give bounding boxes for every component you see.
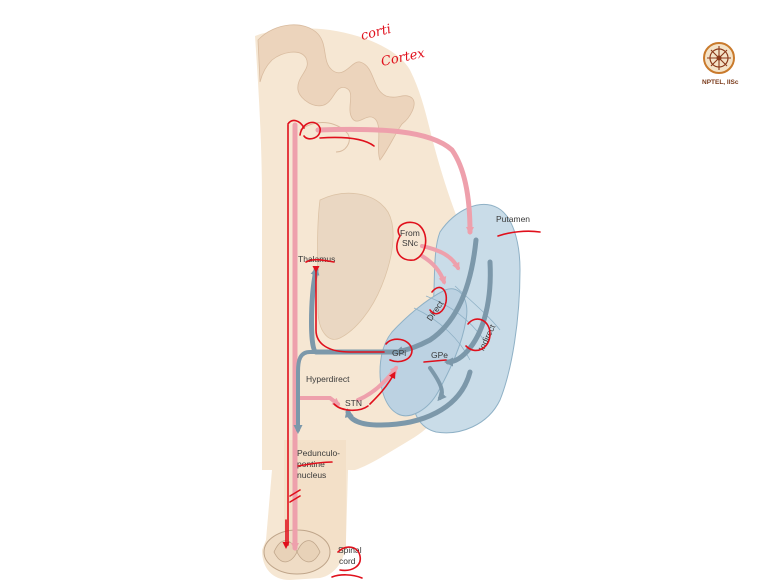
label-spinal-2: cord bbox=[339, 556, 356, 566]
label-gpe: GPe bbox=[431, 350, 448, 360]
nptel-logo-text: NPTEL, IISc bbox=[702, 79, 739, 86]
label-from-snc-1: From bbox=[400, 228, 420, 238]
handwritten-note-line1: corti bbox=[359, 22, 392, 44]
nptel-logo-icon bbox=[704, 43, 734, 73]
label-gpi: GPi bbox=[392, 348, 406, 358]
nptel-logo: NPTEL, IISc bbox=[702, 43, 739, 86]
label-from-snc-2: SNc bbox=[402, 238, 419, 248]
label-putamen: Putamen bbox=[496, 214, 530, 224]
label-ppn-1: Pedunculo- bbox=[297, 448, 340, 458]
label-ppn-3: nucleus bbox=[297, 470, 326, 480]
label-stn: STN bbox=[345, 398, 362, 408]
label-hyperdirect: Hyperdirect bbox=[306, 374, 350, 384]
